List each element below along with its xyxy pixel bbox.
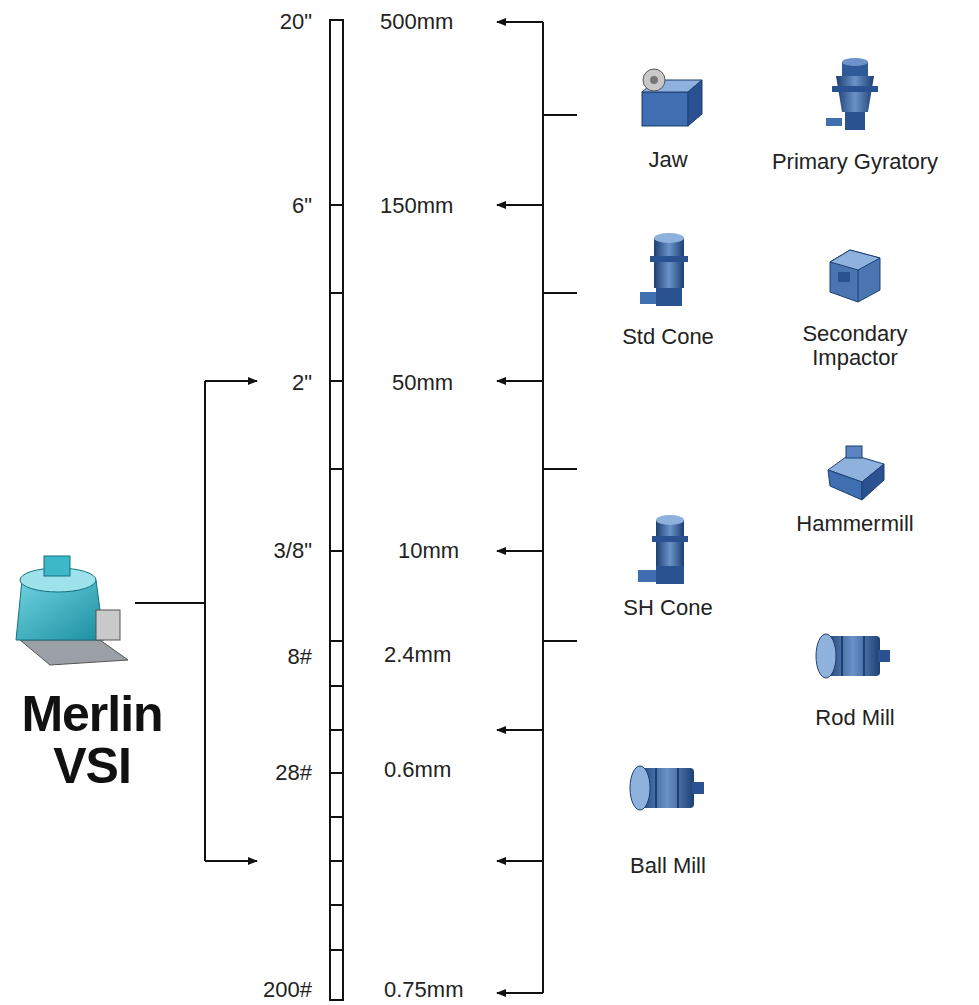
size-mesh: 8#	[288, 645, 312, 669]
equipment-name: Secondary Impactor	[770, 322, 940, 370]
hammermill-icon	[828, 446, 884, 500]
jaw-icon	[642, 69, 702, 126]
size-mesh: 200#	[263, 978, 312, 1002]
size-inch: 3/8"	[274, 539, 312, 563]
size-mm: 500mm	[380, 10, 453, 34]
impactor-icon	[830, 250, 880, 302]
std-cone-icon	[640, 233, 688, 306]
size-mm: 0.75mm	[384, 978, 463, 1002]
size-mm: 10mm	[398, 539, 459, 563]
size-inch: 20"	[280, 10, 312, 34]
vsi-icon	[16, 556, 128, 665]
equipment-name: Hammermill	[770, 512, 940, 536]
size-mm: 50mm	[392, 371, 453, 395]
equipment-name: Rod Mill	[770, 706, 940, 730]
size-mm: 2.4mm	[384, 643, 451, 667]
size-inch: 2"	[292, 371, 312, 395]
equipment-name: SH Cone	[583, 596, 753, 620]
size-inch: 6"	[292, 194, 312, 218]
equipment-name: Std Cone	[583, 325, 753, 349]
size-mm: 150mm	[380, 194, 453, 218]
ball-mill-icon	[630, 766, 704, 810]
equipment-name: Ball Mill	[583, 854, 753, 878]
equipment-name: Jaw	[583, 148, 753, 172]
size-mm: 0.6mm	[384, 758, 451, 782]
equipment-name: Primary Gyratory	[770, 150, 940, 174]
gyratory-icon	[826, 58, 878, 130]
rod-mill-icon	[816, 634, 890, 678]
sh-cone-icon	[638, 515, 688, 584]
size-mesh: 28#	[275, 761, 312, 785]
product-name: Merlin VSI	[7, 688, 177, 793]
